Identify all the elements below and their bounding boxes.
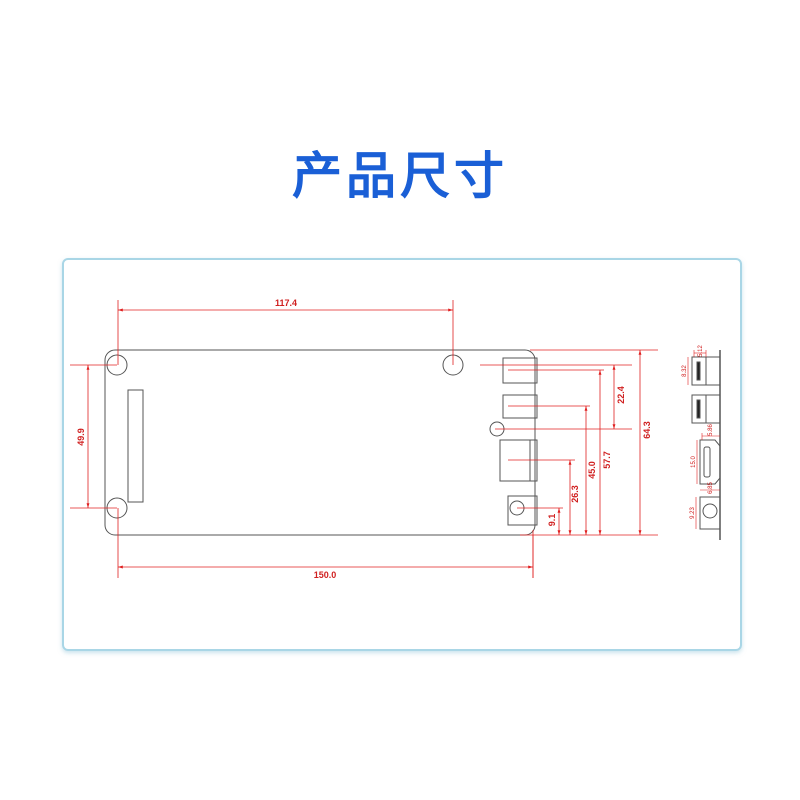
- dimension-lines: [70, 300, 658, 578]
- dim-5-12: 5.12: [698, 345, 704, 357]
- dim-6-85: 6.85: [708, 482, 714, 494]
- left-connector: [127, 389, 144, 503]
- dim-5-86: 5.86: [708, 424, 714, 436]
- dim-26-3: 26.3: [570, 485, 580, 503]
- dim-15-0: 15.0: [691, 456, 697, 468]
- hdmi-port: [499, 439, 538, 482]
- dim-64-3: 64.3: [642, 421, 652, 439]
- side-view: [691, 350, 721, 540]
- dim-57-7: 57.7: [602, 451, 612, 469]
- board-outline: [104, 349, 538, 536]
- dim-117-4: 117.4: [275, 298, 297, 308]
- dim-8-32: 8.32: [682, 365, 688, 377]
- dim-9-1: 9.1: [547, 514, 557, 527]
- page-title: 产品尺寸: [292, 147, 508, 205]
- usb-port: [502, 394, 538, 419]
- dim-45-0: 45.0: [587, 461, 597, 479]
- dim-49-9: 49.9: [76, 428, 86, 446]
- dc-jack: [507, 495, 538, 526]
- diagram-panel: [62, 258, 742, 651]
- dim-150-0: 150.0: [314, 570, 337, 580]
- dim-9-23: 9.23: [690, 507, 696, 519]
- usb-port: [502, 357, 538, 384]
- dim-22-4: 22.4: [616, 386, 626, 404]
